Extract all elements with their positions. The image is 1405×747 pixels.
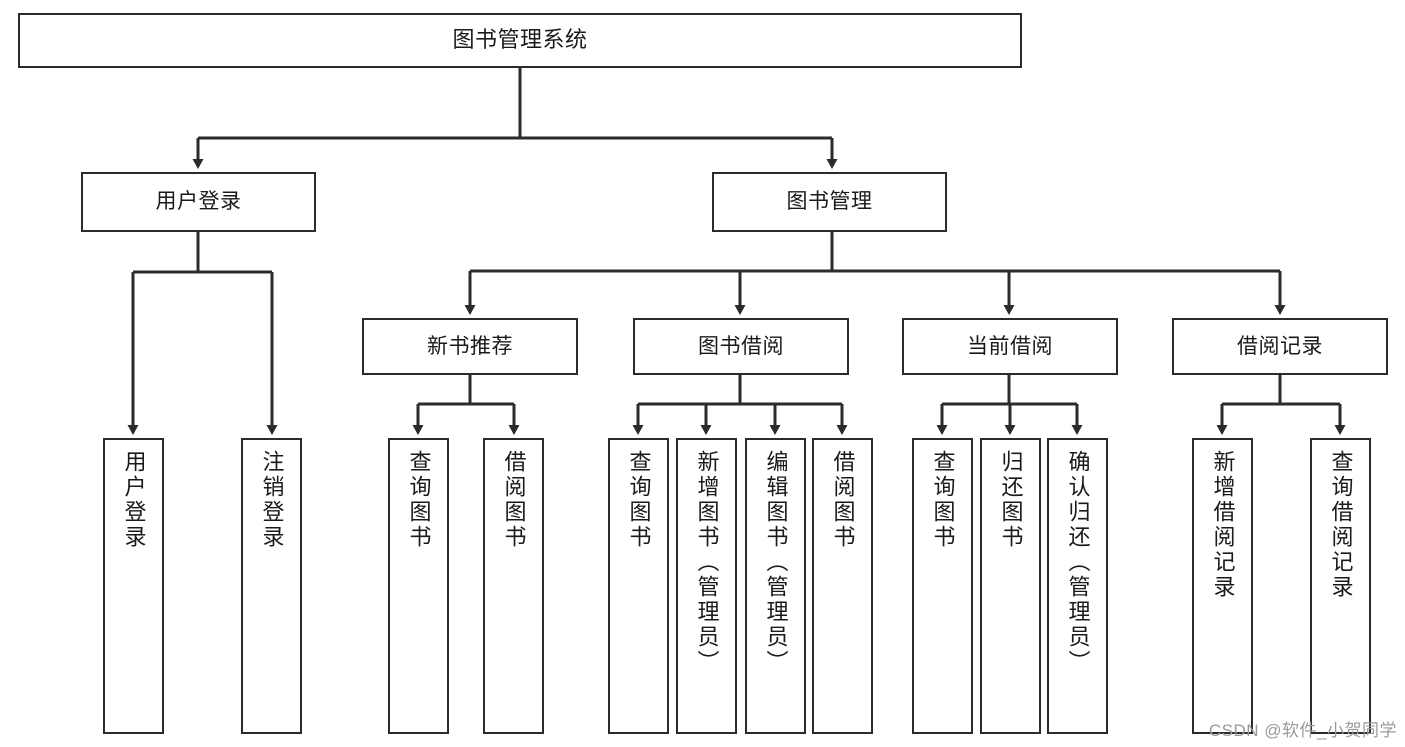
node-leaf-borrow-book-2[interactable]: 借阅图书 [812, 438, 873, 734]
node-book-manage-label: 图书管理 [786, 190, 873, 214]
node-leaf-add-record-label: 新增借阅记录 [1210, 450, 1236, 600]
node-user-login-label: 用户登录 [155, 190, 242, 214]
node-leaf-confirm-return[interactable]: 确认归还（管理员） [1047, 438, 1108, 734]
node-current-borrow[interactable]: 当前借阅 [902, 318, 1118, 375]
node-new-book-recommend[interactable]: 新书推荐 [362, 318, 578, 375]
node-leaf-logout-login[interactable]: 注销登录 [241, 438, 302, 734]
node-borrow-record[interactable]: 借阅记录 [1172, 318, 1388, 375]
node-leaf-query-book-3[interactable]: 查询图书 [912, 438, 973, 734]
node-user-login[interactable]: 用户登录 [81, 172, 316, 232]
node-leaf-query-record-label: 查询借阅记录 [1328, 450, 1354, 600]
node-borrow-record-label: 借阅记录 [1237, 334, 1323, 358]
node-current-borrow-label: 当前借阅 [967, 334, 1053, 358]
node-leaf-confirm-return-label: 确认归还（管理员） [1065, 450, 1091, 675]
node-leaf-add-record[interactable]: 新增借阅记录 [1192, 438, 1253, 734]
node-leaf-user-login-label: 用户登录 [121, 450, 147, 550]
node-leaf-borrow-book-2-label: 借阅图书 [830, 450, 856, 550]
node-new-book-recommend-label: 新书推荐 [427, 334, 513, 358]
node-root[interactable]: 图书管理系统 [18, 13, 1022, 68]
node-leaf-logout-login-label: 注销登录 [259, 450, 285, 550]
node-leaf-user-login[interactable]: 用户登录 [103, 438, 164, 734]
node-leaf-return-book[interactable]: 归还图书 [980, 438, 1041, 734]
node-leaf-query-record[interactable]: 查询借阅记录 [1310, 438, 1371, 734]
node-leaf-return-book-label: 归还图书 [998, 450, 1024, 550]
node-root-label: 图书管理系统 [452, 27, 588, 53]
node-leaf-borrow-book-1[interactable]: 借阅图书 [483, 438, 544, 734]
node-leaf-add-book[interactable]: 新增图书（管理员） [676, 438, 737, 734]
node-leaf-edit-book-label: 编辑图书（管理员） [763, 450, 789, 675]
node-leaf-query-book-2[interactable]: 查询图书 [608, 438, 669, 734]
node-book-manage[interactable]: 图书管理 [712, 172, 947, 232]
node-leaf-query-book-2-label: 查询图书 [626, 450, 652, 550]
node-book-borrow[interactable]: 图书借阅 [633, 318, 849, 375]
node-leaf-borrow-book-1-label: 借阅图书 [501, 450, 527, 550]
node-book-borrow-label: 图书借阅 [698, 334, 784, 358]
node-leaf-query-book-1-label: 查询图书 [406, 450, 432, 550]
node-leaf-query-book-3-label: 查询图书 [930, 450, 956, 550]
node-leaf-add-book-label: 新增图书（管理员） [694, 450, 720, 675]
node-leaf-edit-book[interactable]: 编辑图书（管理员） [745, 438, 806, 734]
node-leaf-query-book-1[interactable]: 查询图书 [388, 438, 449, 734]
